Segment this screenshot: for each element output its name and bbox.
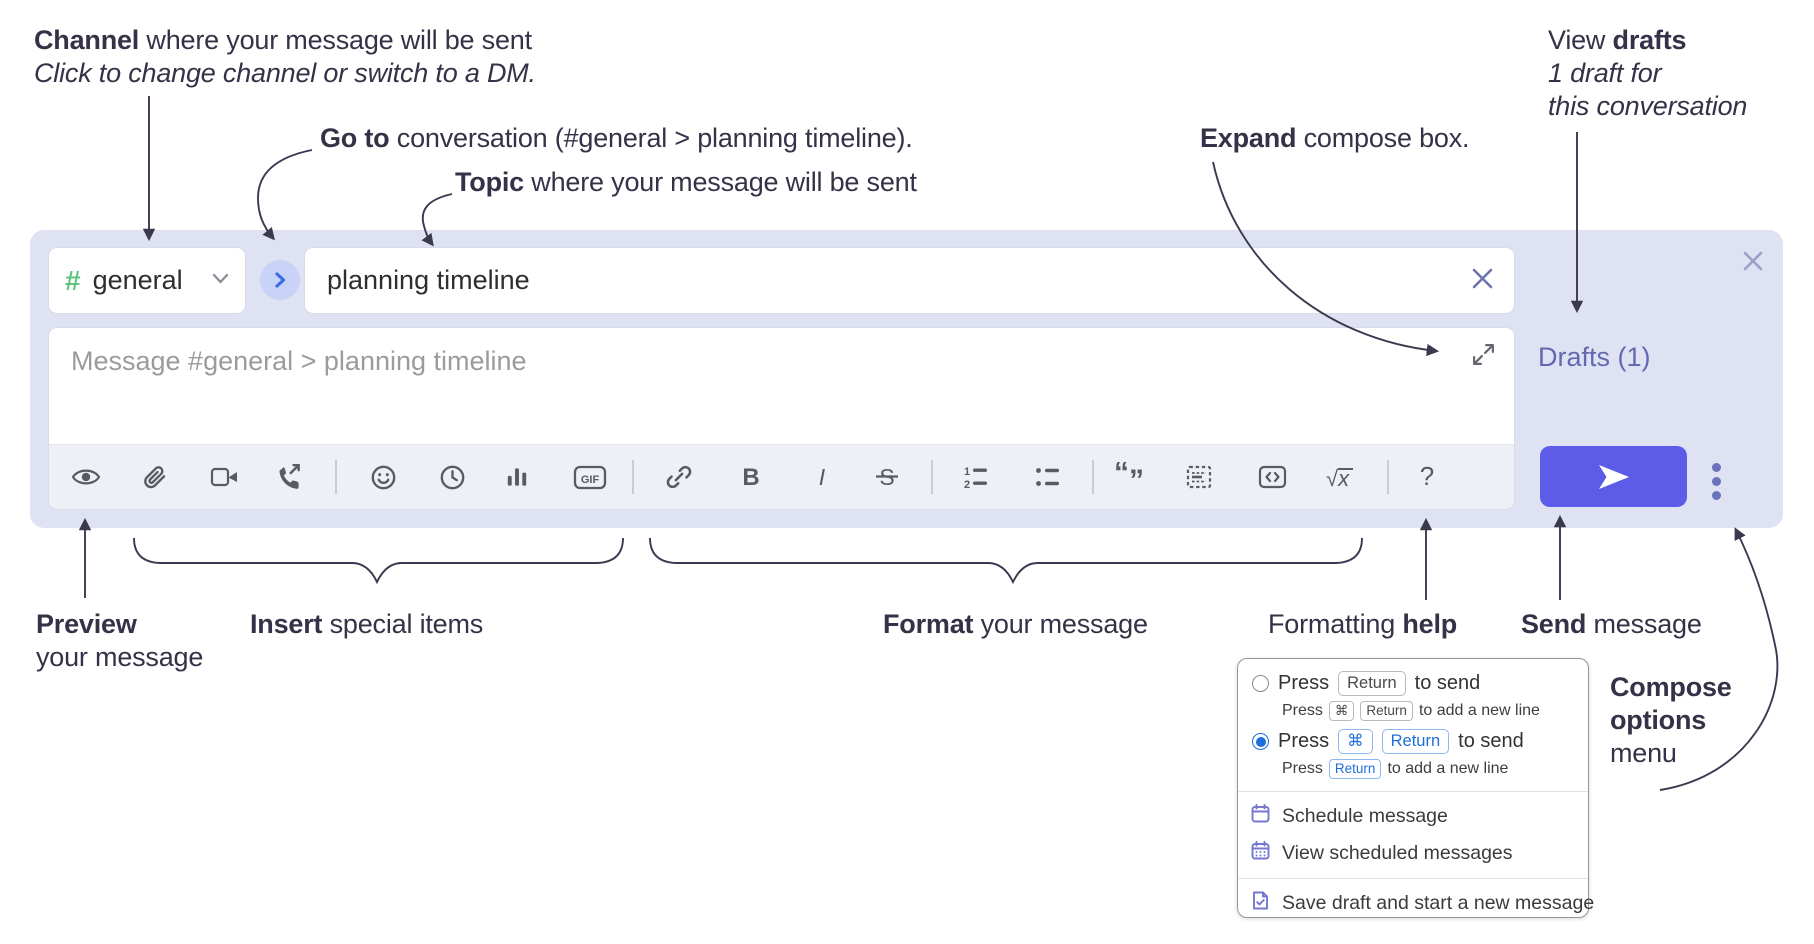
emoji-icon[interactable] bbox=[363, 445, 403, 509]
annotation-preview: Preview your message bbox=[36, 609, 204, 672]
brace-insert bbox=[133, 537, 624, 585]
send-icon bbox=[1598, 464, 1629, 489]
key-cmd: ⌘ bbox=[1338, 729, 1373, 754]
svg-text:”: ” bbox=[1129, 464, 1144, 492]
toolbar-divider bbox=[632, 460, 634, 494]
italic-icon[interactable]: I bbox=[802, 445, 842, 509]
radio-unselected[interactable] bbox=[1252, 675, 1269, 692]
preview-icon[interactable] bbox=[66, 445, 106, 509]
send-options-popup: Press Return to send Press ⌘ Return to a… bbox=[1237, 658, 1594, 918]
chevron-right-icon bbox=[275, 272, 286, 288]
svg-text:B: B bbox=[742, 464, 759, 491]
annotation-view-drafts: View drafts 1 draft for this conversatio… bbox=[1548, 25, 1748, 121]
annotation-insert: Insert special items bbox=[250, 609, 484, 639]
annotation-expand: Expand compose box. bbox=[1200, 123, 1470, 153]
quote-icon[interactable]: “” bbox=[1110, 445, 1150, 509]
poll-icon[interactable] bbox=[497, 445, 537, 509]
menu-item-schedule-message[interactable]: Schedule message bbox=[1238, 798, 1588, 835]
annotation-channel: Channel where your message will be sent … bbox=[34, 25, 536, 88]
calendar-dots-icon bbox=[1250, 840, 1271, 867]
key-return: Return bbox=[1328, 759, 1382, 779]
annotation-goto: Go to conversation (#general > planning … bbox=[320, 123, 913, 153]
clear-topic-icon[interactable] bbox=[1469, 265, 1496, 297]
brace-format bbox=[649, 537, 1363, 585]
audio-call-icon[interactable] bbox=[268, 445, 308, 509]
svg-text:I: I bbox=[819, 464, 826, 490]
expand-compose-icon[interactable] bbox=[1471, 342, 1496, 372]
bulleted-list-icon[interactable] bbox=[1028, 445, 1068, 509]
key-return: Return bbox=[1381, 729, 1450, 754]
spoiler-icon[interactable] bbox=[1179, 445, 1219, 509]
annotation-format: Format your message bbox=[883, 609, 1148, 639]
compose-options-menu-icon[interactable] bbox=[1706, 458, 1726, 508]
calendar-icon bbox=[1250, 803, 1271, 830]
save-draft-icon bbox=[1250, 890, 1271, 917]
message-placeholder: Message #general > planning timeline bbox=[71, 346, 527, 376]
annotation-topic: Topic where your message will be sent bbox=[455, 167, 917, 197]
send-option-cmd-return[interactable]: Press ⌘ Return to send bbox=[1238, 727, 1588, 756]
global-time-icon[interactable] bbox=[432, 445, 472, 509]
annotation-send: Send message bbox=[1521, 609, 1702, 639]
math-icon[interactable]: √x bbox=[1321, 445, 1361, 509]
send-option-cmd-return-subtext: Press Return to add a new line bbox=[1282, 759, 1509, 779]
key-return: Return bbox=[1338, 671, 1406, 696]
toolbar-divider bbox=[1092, 460, 1094, 494]
video-call-icon[interactable] bbox=[205, 445, 245, 509]
drafts-link[interactable]: Drafts (1) bbox=[1538, 342, 1651, 372]
toolbar-divider bbox=[1387, 460, 1389, 494]
help-icon[interactable]: ? bbox=[1407, 445, 1447, 509]
channel-selector[interactable]: # general bbox=[48, 247, 246, 314]
menu-item-save-draft[interactable]: Save draft and start a new message bbox=[1238, 885, 1594, 922]
send-option-return-subtext: Press ⌘ Return to add a new line bbox=[1282, 701, 1540, 721]
code-icon[interactable] bbox=[1252, 445, 1292, 509]
svg-text:?: ? bbox=[1420, 462, 1434, 491]
chevron-down-icon bbox=[212, 272, 229, 290]
radio-selected[interactable] bbox=[1252, 733, 1269, 750]
svg-text:2: 2 bbox=[964, 479, 970, 490]
toolbar-divider bbox=[931, 460, 933, 494]
popup-divider bbox=[1238, 791, 1588, 792]
channel-name: general bbox=[92, 265, 183, 295]
popup-divider bbox=[1238, 878, 1588, 879]
send-button[interactable] bbox=[1540, 446, 1687, 507]
strikethrough-icon[interactable]: S bbox=[867, 445, 907, 509]
annotation-compose-options: Compose options menu bbox=[1610, 672, 1732, 768]
attach-file-icon[interactable] bbox=[134, 445, 174, 509]
link-icon[interactable] bbox=[659, 445, 699, 509]
channel-hash-icon: # bbox=[65, 264, 81, 296]
gif-icon[interactable]: GIF bbox=[570, 445, 610, 509]
svg-text:GIF: GIF bbox=[581, 474, 600, 486]
annotation-formatting-help: Formatting help bbox=[1268, 609, 1458, 639]
key-cmd: ⌘ bbox=[1328, 701, 1355, 721]
send-option-return[interactable]: Press Return to send bbox=[1238, 669, 1588, 698]
key-return: Return bbox=[1360, 701, 1413, 721]
connector-goto bbox=[257, 149, 313, 241]
go-to-conversation-button[interactable] bbox=[260, 260, 300, 300]
svg-text:1: 1 bbox=[964, 466, 970, 478]
bold-icon[interactable]: B bbox=[731, 445, 771, 509]
compose-box: # general planning timeline Message #gen… bbox=[30, 230, 1783, 528]
menu-item-view-scheduled[interactable]: View scheduled messages bbox=[1238, 835, 1588, 872]
close-compose-icon[interactable] bbox=[1738, 246, 1768, 276]
svg-text:“: “ bbox=[1114, 462, 1129, 489]
svg-text:√x: √x bbox=[1326, 466, 1350, 491]
message-input[interactable]: Message #general > planning timeline bbox=[48, 327, 1515, 444]
toolbar-divider bbox=[335, 460, 337, 494]
topic-input[interactable]: planning timeline bbox=[304, 247, 1515, 314]
